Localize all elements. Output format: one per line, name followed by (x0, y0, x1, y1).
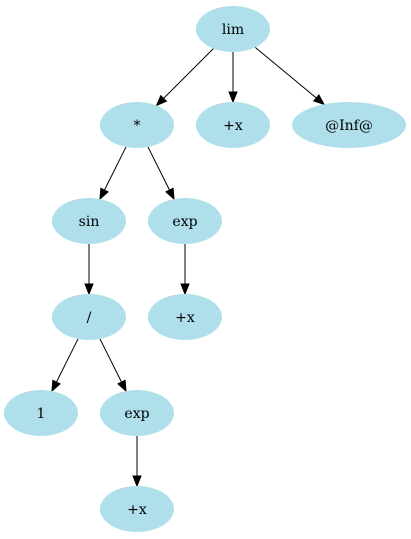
node-label: @Inf@ (325, 118, 373, 134)
edge-lim-to-multiply (155, 48, 214, 107)
node-plus-x: +x (100, 486, 174, 532)
node-ellipse (292, 102, 406, 148)
node-sin: sin (52, 198, 126, 244)
node-ellipse (148, 294, 222, 340)
edge-sin-to-divide (84, 244, 94, 296)
node-ellipse (52, 198, 126, 244)
arrowhead-icon (51, 379, 61, 393)
node-ellipse (100, 102, 174, 148)
node-lim: lim (196, 6, 270, 52)
node-ellipse (148, 198, 222, 244)
node-label: +x (175, 310, 195, 326)
node-ellipse (100, 486, 174, 532)
node-label: / (87, 310, 92, 326)
node-ellipse (52, 294, 126, 340)
node-ellipse (196, 6, 270, 52)
edge-exp-to-plus-x (180, 244, 190, 296)
edge-line (104, 146, 127, 191)
node-infinity: @Inf@ (292, 102, 406, 148)
node-one: 1 (4, 390, 78, 436)
edge-line (147, 146, 170, 191)
node-label: * (134, 118, 141, 134)
edge-line (56, 338, 79, 383)
node-label: lim (222, 22, 244, 38)
arrowhead-icon (117, 379, 127, 393)
node-label: sin (79, 214, 100, 230)
node-label: exp (124, 406, 149, 422)
edge-divide-to-exp (99, 338, 127, 393)
node-ellipse (196, 102, 270, 148)
arrowhead-icon (180, 283, 190, 296)
node-label: +x (127, 502, 147, 518)
node-multiply: * (100, 102, 174, 148)
edge-line (254, 47, 317, 99)
arrowhead-icon (84, 283, 94, 296)
node-plus-x: +x (148, 294, 222, 340)
arrowhead-icon (312, 93, 326, 106)
arrowhead-icon (228, 91, 238, 104)
tree-edges (51, 47, 326, 488)
edge-exp-to-plus-x (132, 436, 142, 488)
node-label: exp (172, 214, 197, 230)
node-label: 1 (37, 406, 46, 422)
node-plus-x: +x (196, 102, 270, 148)
node-exp: exp (148, 198, 222, 244)
tree-nodes: lim * +x @Inf@ sin exp / +x 1 exp +x (4, 6, 406, 532)
edge-divide-to-one (51, 338, 79, 393)
edge-line (99, 338, 122, 383)
edge-lim-to-plus-x (228, 52, 238, 104)
arrowhead-icon (155, 94, 168, 107)
node-exp: exp (100, 390, 174, 436)
edge-line (163, 48, 214, 99)
node-ellipse (100, 390, 174, 436)
arrowhead-icon (132, 475, 142, 488)
node-divide: / (52, 294, 126, 340)
edge-multiply-to-exp (147, 146, 175, 201)
node-ellipse (4, 390, 78, 436)
arrowhead-icon (165, 187, 175, 201)
edge-multiply-to-sin (99, 146, 127, 201)
edge-lim-to-infinity (254, 47, 326, 106)
arrowhead-icon (99, 187, 109, 201)
node-label: +x (223, 118, 243, 134)
